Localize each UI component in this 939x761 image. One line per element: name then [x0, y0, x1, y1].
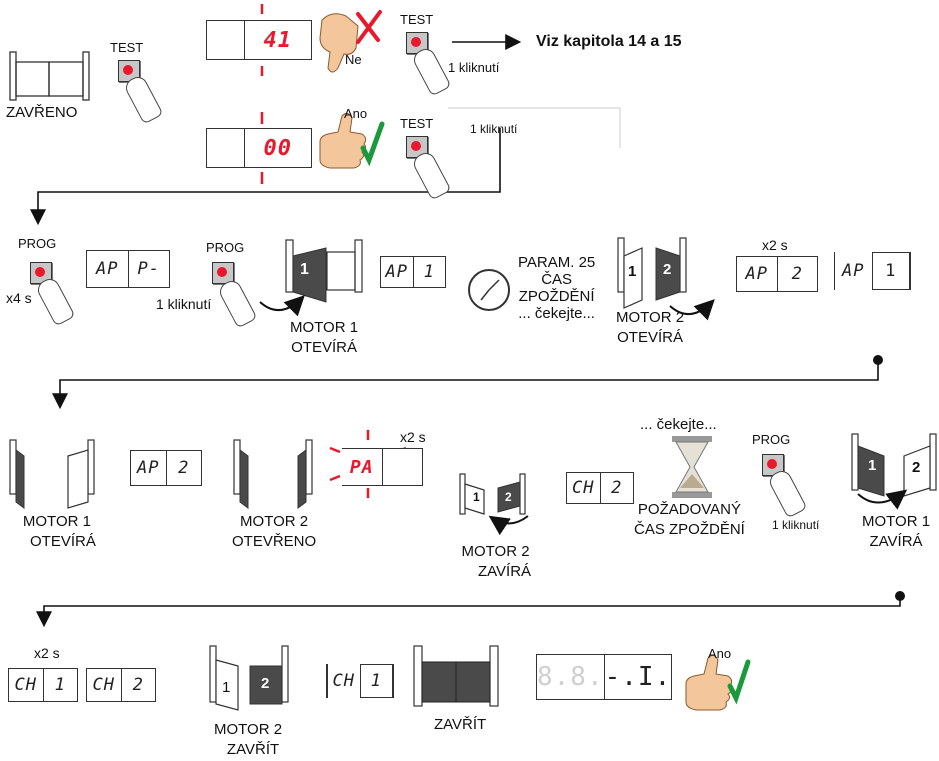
display-ch-2: CH 2 [566, 472, 634, 504]
flow-line-row2-to-row3 [52, 360, 879, 410]
display-pa: PA [342, 448, 423, 486]
gate-state-label: ZAVŘENO [6, 104, 78, 121]
panel-number: 1 [868, 457, 877, 474]
x2s-label: x2 s [762, 237, 788, 253]
prog-label: PROG [752, 432, 791, 447]
final-display: 8.8. -.I. [536, 654, 672, 700]
one-click-label: 1 kliknutí [772, 518, 820, 532]
close-label: ZAVŘÍT [434, 716, 487, 733]
wait-label: ... čekejte... [640, 416, 717, 433]
yes-label: Ano [708, 646, 732, 661]
panel-number: 1 [628, 263, 637, 280]
green-check-icon [727, 659, 751, 705]
one-click-label: 1 kliknutí [470, 122, 518, 136]
green-check-icon [360, 121, 385, 167]
panel-number: 1 [222, 679, 231, 696]
gate-motor1-open-icon [9, 439, 95, 509]
error-display: 41 [206, 20, 312, 60]
flow-line-row1-to-row2 [30, 128, 501, 226]
panel-number: 1 [300, 261, 309, 278]
prog-label: PROG [206, 240, 245, 255]
display-ap-p: AP P- [86, 250, 170, 288]
gate-motor2-open-icon [233, 439, 313, 509]
gate-motor2-close-icon [209, 645, 289, 711]
flow-dot [895, 591, 905, 601]
panel-number: 2 [912, 459, 921, 476]
display-ch-1: CH 1 [326, 664, 394, 698]
gate-motor2-opening-icon [617, 237, 715, 321]
ok-display: 00 [206, 128, 312, 168]
display-ap-1-final: AP 1 [834, 252, 911, 290]
thumbs-down-icon [319, 13, 359, 73]
gate-closed-icon [9, 51, 90, 101]
yes-label: Ano [344, 106, 368, 121]
display-ch-1: CH 1 [8, 668, 78, 702]
hourglass-icon [672, 436, 712, 498]
display-ap-2: AP 2 [130, 450, 202, 486]
gate-motor1-closing-icon [851, 433, 937, 510]
panel-number: 2 [663, 261, 672, 278]
thumbs-up-icon [319, 112, 367, 169]
flow-dot [873, 355, 883, 365]
click-box-outline [448, 107, 621, 148]
gate-motor1-opening-icon [259, 239, 363, 317]
hold-4s-label: x4 s [6, 290, 32, 306]
test-label: TEST [400, 12, 434, 27]
panel-number: 2 [261, 675, 270, 692]
x2s-label: x2 s [34, 645, 60, 661]
display-ap-2: AP 2 [736, 256, 818, 292]
display-ch-2: CH 2 [86, 668, 156, 702]
no-label: Ne [345, 52, 362, 67]
one-click-label: 1 kliknutí [156, 296, 212, 312]
prog-label: PROG [18, 236, 57, 251]
one-click-label: 1 kliknutí [448, 60, 500, 75]
gate-motor2-closing-icon [459, 473, 529, 536]
red-x-icon [356, 10, 382, 44]
see-chapter-label: Viz kapitola 14 a 15 [536, 33, 682, 50]
gate-closed-dark-icon [413, 645, 499, 707]
panel-number: 2 [505, 490, 512, 504]
x2s-label: x2 s [400, 429, 426, 445]
flow-line-row3-to-row4 [36, 596, 901, 628]
test-label: TEST [400, 116, 434, 131]
panel-number: 1 [473, 490, 480, 504]
thumbs-up-icon [685, 654, 733, 711]
clock-icon [468, 269, 510, 311]
display-ap-1: AP 1 [380, 256, 446, 288]
test-label: TEST [110, 40, 144, 55]
